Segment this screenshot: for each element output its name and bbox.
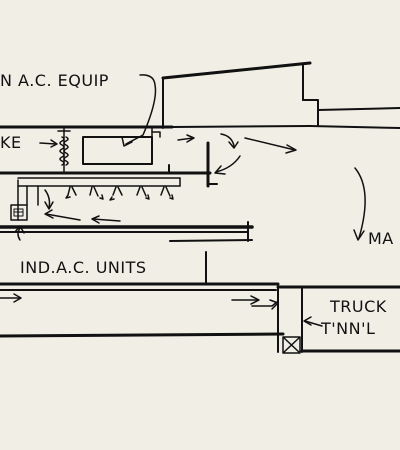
supply-duct: [17, 177, 181, 187]
individual-ac-unit: [10, 204, 28, 221]
label-tunnel: T'NN'L: [320, 319, 375, 338]
upper-roof: [161, 61, 400, 129]
mezzanine-deck: [0, 141, 218, 188]
airflow-arrows: [0, 74, 366, 327]
label-truck: TRUCK: [329, 297, 387, 316]
intake-louver: [59, 136, 69, 166]
leader-lines: [14, 225, 25, 241]
floor-slab: [0, 221, 254, 284]
main-ac-equipment-box: [82, 127, 161, 165]
label-main-ac-equip: N A.C. EQUIP: [0, 71, 109, 90]
ground-level: [0, 282, 400, 291]
label-intake: KE: [0, 133, 22, 152]
truck-tunnel: [0, 283, 400, 354]
intake-arrow: [39, 142, 57, 145]
duct-diffusers: [65, 186, 174, 201]
label-ind-ac-units: IND.A.C. UNITS: [20, 258, 147, 277]
roof-slab: [0, 125, 311, 173]
label-main-space: MA: [368, 229, 394, 248]
riser: [17, 179, 39, 221]
